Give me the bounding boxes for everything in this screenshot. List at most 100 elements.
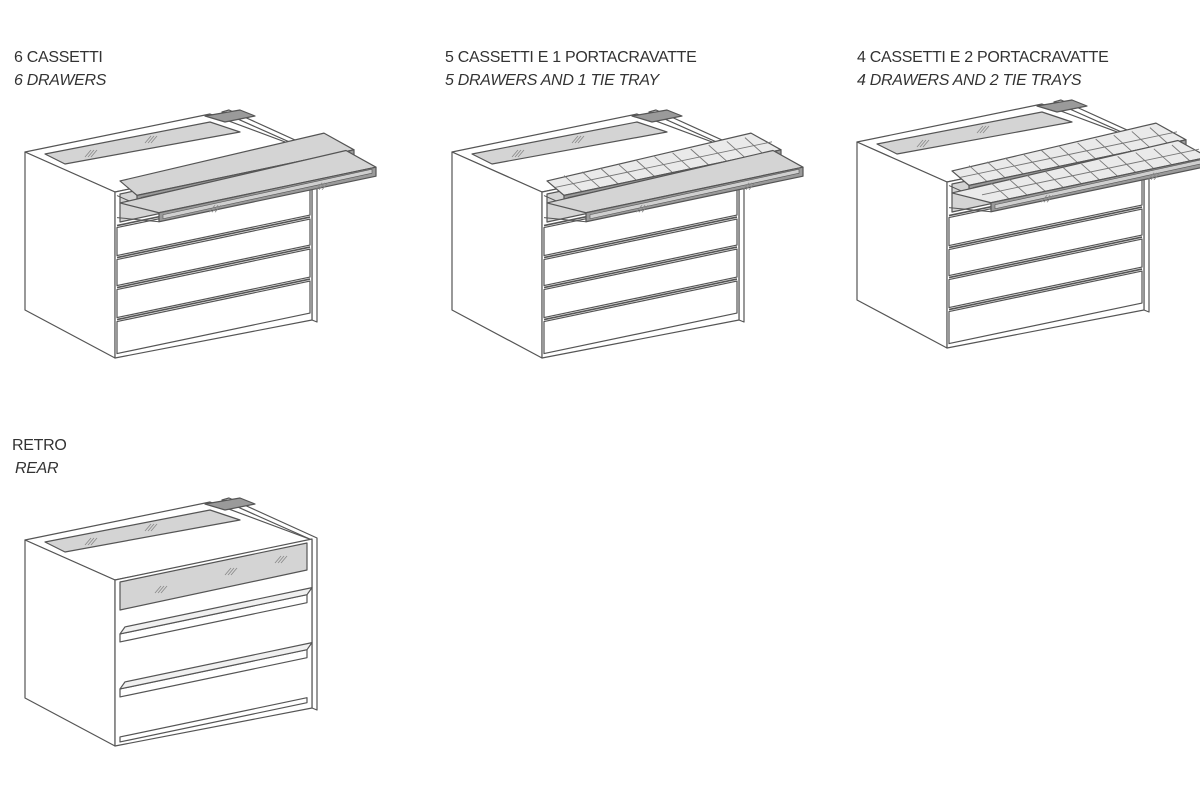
drawer-front: [116, 248, 311, 319]
glass-reflection: [641, 204, 649, 213]
drawer-front: [116, 280, 311, 355]
glass-reflection: [144, 135, 152, 144]
glass-reflection: [1150, 172, 1158, 181]
drawer-handle-groove: [543, 246, 738, 289]
drawer-handle-groove: [543, 216, 738, 259]
glass-reflection: [208, 204, 216, 213]
glass-reflection: [90, 537, 98, 546]
caption-4-drawers-2-tie-trays: 4 CASSETTI E 2 PORTACRAVATTE 4 DRAWERS A…: [857, 46, 1109, 92]
glass-reflection: [318, 182, 326, 191]
glass-reflection: [517, 149, 525, 158]
shelf-top: [119, 642, 313, 690]
caption-rear: RETRO REAR: [12, 434, 67, 480]
glass-reflection: [916, 139, 924, 148]
drawer-handle-groove: [948, 206, 1143, 249]
glass-reflection: [157, 585, 165, 594]
cabinet-3: [24, 497, 318, 747]
shelf-top: [119, 587, 313, 635]
glass-reflection: [315, 182, 323, 191]
glass-reflection: [84, 537, 92, 546]
glass-reflection: [87, 149, 95, 158]
glass-reflection: [214, 204, 222, 213]
drawer-front: [948, 208, 1143, 277]
glass-reflection: [150, 135, 158, 144]
drawer-front: [543, 280, 738, 355]
rail: [1036, 99, 1088, 113]
cabinet-1: [451, 109, 804, 359]
glass-reflection: [280, 555, 288, 564]
caption-title: RETRO: [12, 437, 67, 454]
glass-reflection: [230, 567, 238, 576]
tie-tray-divider: [959, 131, 1178, 178]
drawer-handle-groove: [543, 278, 738, 321]
caption-title: 4 CASSETTI E 2 PORTACRAVATTE: [857, 49, 1109, 66]
glass-reflection: [1040, 194, 1048, 203]
bottom-shelf: [119, 697, 308, 743]
glass-reflection: [635, 204, 643, 213]
glass-reflection: [514, 149, 522, 158]
tie-tray-divider: [981, 148, 1200, 196]
glass-reflection: [224, 567, 232, 576]
caption-subtitle: REAR: [15, 460, 59, 477]
glass-reflection: [160, 585, 168, 594]
tie-tray-floor: [951, 139, 1200, 204]
glass-reflection: [979, 125, 987, 134]
rail: [204, 497, 256, 511]
glass-reflection: [511, 149, 519, 158]
glass-reflection: [147, 135, 155, 144]
glass-reflection: [919, 139, 927, 148]
glass-reflection: [745, 182, 753, 191]
glass-reflection: [277, 555, 285, 564]
glass-reflection: [274, 555, 282, 564]
glass-reflection: [321, 182, 329, 191]
glass-reflection: [577, 135, 585, 144]
drawer-front: [543, 218, 738, 287]
glass-reflection: [1153, 172, 1161, 181]
drawer-runner: [948, 207, 992, 213]
rail: [204, 109, 256, 123]
glass-reflection: [748, 182, 756, 191]
drawer-front: [116, 218, 311, 287]
glass-reflection: [90, 149, 98, 158]
glass-top-front: [119, 542, 308, 611]
glass-reflection: [84, 149, 92, 158]
caption-title: 5 CASSETTI E 1 PORTACRAVATTE: [445, 49, 697, 66]
glass-reflection: [742, 182, 750, 191]
glass-reflection: [150, 523, 158, 532]
glass-reflection: [87, 537, 95, 546]
drawer-handle-groove: [948, 236, 1143, 279]
tie-tray-divider: [554, 141, 773, 188]
caption-subtitle: 4 DRAWERS AND 2 TIE TRAYS: [857, 72, 1082, 89]
glass-reflection: [571, 135, 579, 144]
glass-reflection: [154, 585, 162, 594]
drawer-runner: [116, 217, 160, 223]
caption-subtitle: 5 DRAWERS AND 1 TIE TRAY: [445, 72, 659, 89]
glass-reflection: [211, 204, 219, 213]
drawer-handle-groove: [116, 278, 311, 321]
drawer-runner: [543, 217, 587, 223]
glass-reflection: [638, 204, 646, 213]
glass-reflection: [976, 125, 984, 134]
cabinet-2: [856, 99, 1200, 349]
drawer-front: [543, 248, 738, 319]
glass-reflection: [1147, 172, 1155, 181]
caption-6-drawers: 6 CASSETTI 6 DRAWERS: [14, 46, 106, 92]
glass-front-strip: [589, 168, 800, 220]
drawer-front: [948, 238, 1143, 309]
glass-reflection: [227, 567, 235, 576]
glass-reflection: [144, 523, 152, 532]
drawer-front: [948, 270, 1143, 345]
glass-reflection: [982, 125, 990, 134]
caption-5-drawers-1-tie-tray: 5 CASSETTI E 1 PORTACRAVATTE 5 DRAWERS A…: [445, 46, 697, 92]
glass-reflection: [1046, 194, 1054, 203]
cabinet-0: [24, 109, 377, 359]
caption-subtitle: 6 DRAWERS: [14, 72, 107, 89]
caption-title: 6 CASSETTI: [14, 49, 103, 66]
drawer-handle-groove: [948, 268, 1143, 311]
glass-reflection: [147, 523, 155, 532]
rail: [631, 109, 683, 123]
glass-reflection: [574, 135, 582, 144]
glass-front-strip: [162, 168, 373, 220]
glass-reflection: [922, 139, 930, 148]
